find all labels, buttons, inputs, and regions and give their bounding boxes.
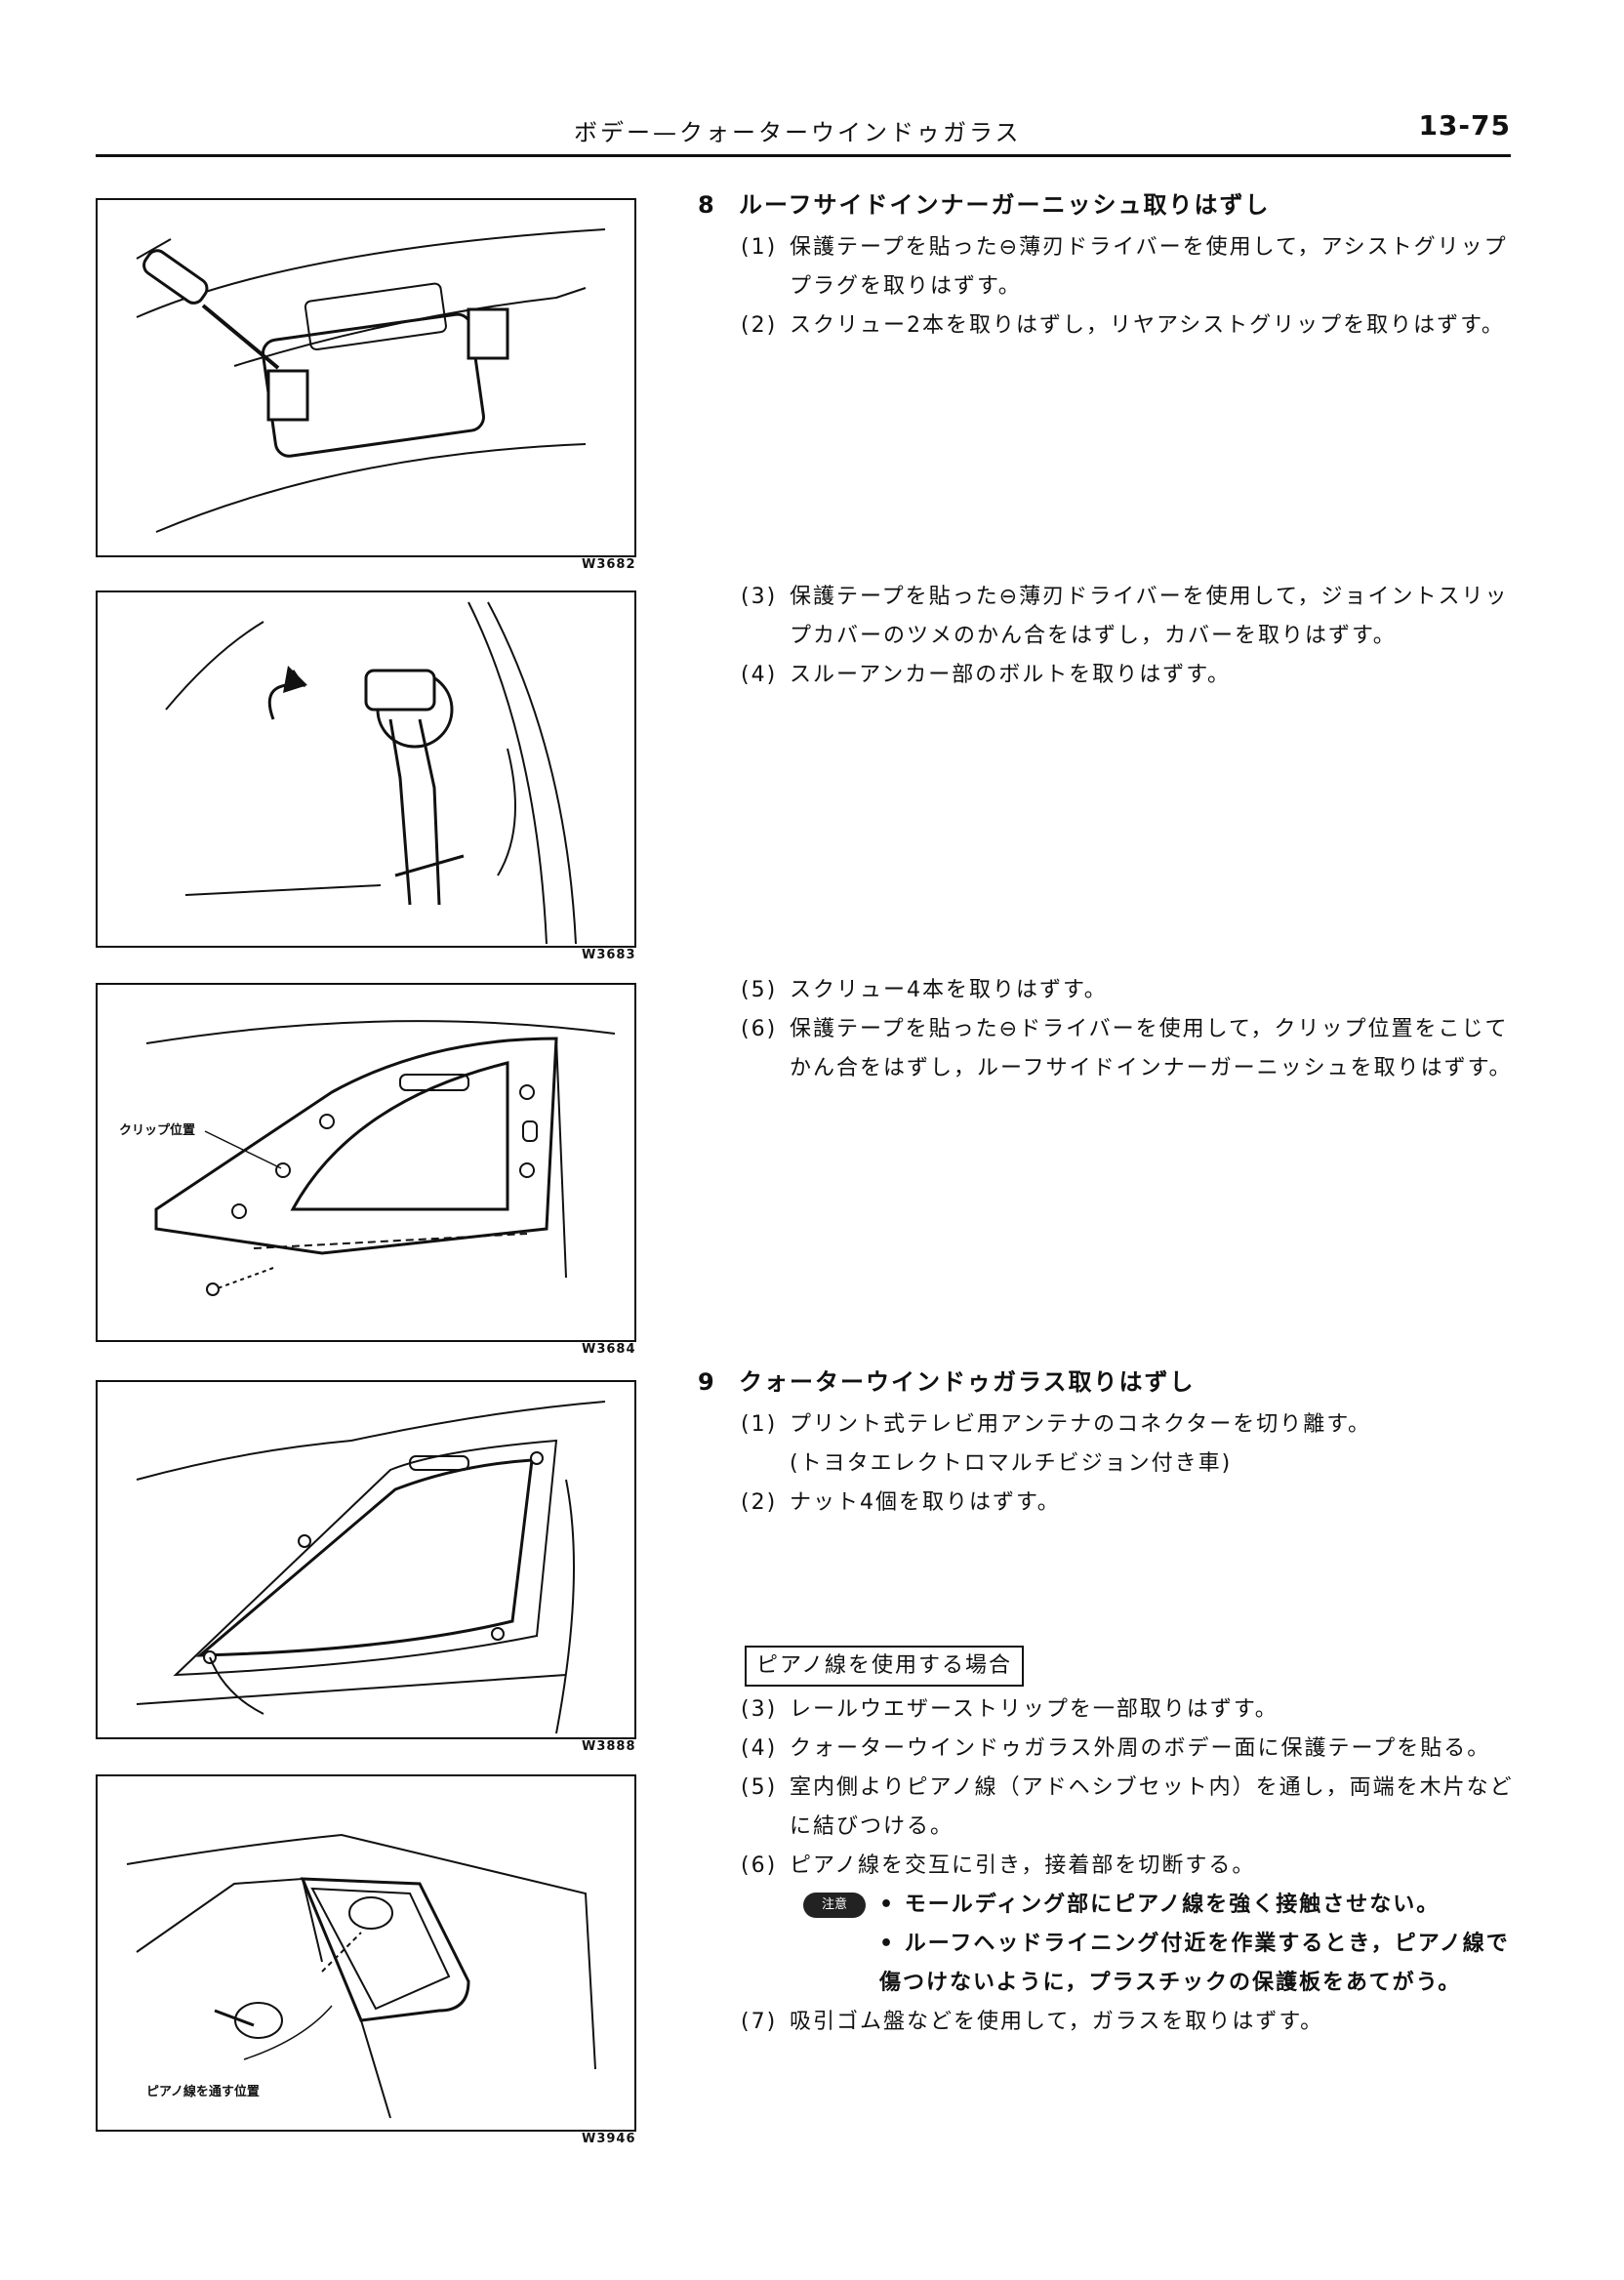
- step-number: (6): [741, 1853, 778, 1878]
- section-8-steps-b: (3) 保護テープを貼った⊖薄刃ドライバーを使用して，ジョイントスリップカバーの…: [698, 578, 1527, 695]
- step-text: 保護テープを貼った⊖薄刃ドライバーを使用して，ジョイントスリップカバーのツメのか…: [790, 585, 1509, 648]
- step-item: (6) 保護テープを貼った⊖ドライバーを使用して，クリップ位置をこじてかん合をは…: [698, 1010, 1527, 1088]
- section-title: ルーフサイドインナーガーニッシュ取りはずし: [739, 191, 1271, 219]
- step-item: (2) スクリュー2本を取りはずし，リヤアシストグリップを取りはずす。: [698, 306, 1527, 346]
- step-item: (5) スクリュー4本を取りはずす。: [698, 971, 1527, 1010]
- figure-quarter-window-nuts: [96, 1380, 636, 1739]
- section-9-piano-wire: ピアノ線を使用する場合 (3) レールウエザーストリップを一部取りはずす。 (4…: [698, 1640, 1527, 2042]
- section-title: クォーターウインドゥガラス取りはずし: [739, 1368, 1196, 1396]
- figure-code: W3682: [582, 557, 636, 572]
- step-item: (1) プリント式テレビ用アンテナのコネクターを切り離す。 (トヨタエレクトロマル…: [698, 1405, 1527, 1484]
- section-8-steps-c: (5) スクリュー4本を取りはずす。 (6) 保護テープを貼った⊖ドライバーを使…: [698, 971, 1527, 1088]
- step-text: 保護テープを貼った⊖薄刃ドライバーを使用して，アシストグリッププラグを取りはずす…: [790, 235, 1508, 299]
- figure-garnish-clips: クリップ位置: [96, 983, 636, 1342]
- assist-grip-illustration: [136, 228, 606, 533]
- caution-badge: 注意: [803, 1893, 866, 1918]
- page-number: 13-75: [1418, 109, 1511, 142]
- step-number: (2): [741, 313, 778, 338]
- step-item: (3) 保護テープを貼った⊖薄刃ドライバーを使用して，ジョイントスリップカバーの…: [698, 578, 1527, 656]
- section-number: 9: [698, 1368, 716, 1396]
- figure-code: W3946: [582, 2132, 636, 2146]
- step-text: スクリュー2本を取りはずし，リヤアシストグリップを取りはずす。: [790, 313, 1505, 338]
- header-rule: [96, 154, 1511, 157]
- step-text: レールウエザーストリップを一部取りはずす。: [790, 1697, 1279, 1722]
- step-item: (2) ナット4個を取りはずす。: [698, 1484, 1527, 1523]
- section-9: 9 クォーターウインドゥガラス取りはずし (1) プリント式テレビ用アンテナのコネ…: [698, 1363, 1527, 1523]
- piano-wire-position-label: ピアノ線を通す位置: [146, 2085, 260, 2099]
- figure-code: W3683: [582, 948, 636, 962]
- step-number: (5): [741, 978, 778, 1002]
- step-text: プリント式テレビ用アンテナのコネクターを切り離す。: [790, 1412, 1372, 1437]
- piano-wire-illustration: [126, 1833, 596, 2119]
- step-subtext: (トヨタエレクトロマルチビジョン付き車): [790, 1451, 1233, 1476]
- step-item: (3) レールウエザーストリップを一部取りはずす。: [698, 1690, 1527, 1730]
- step-item: (6) ピアノ線を交互に引き，接着部を切断する。: [698, 1847, 1527, 1886]
- step-number: (6): [741, 1017, 778, 1041]
- quarter-window-nuts-illustration: [136, 1401, 606, 1734]
- page-header: ボデー—クォーターウインドゥガラス 13-75: [96, 109, 1511, 160]
- step-text: 吸引ゴム盤などを使用して，ガラスを取りはずす。: [790, 2010, 1324, 2034]
- step-text: スクリュー4本を取りはずす。: [790, 978, 1108, 1002]
- step-number: (7): [741, 2010, 778, 2034]
- caution-bullet: • モールディング部にピアノ線を強く接触させない。: [879, 1893, 1441, 1917]
- section-number: 8: [698, 191, 716, 219]
- caution-note: 注意 • モールディング部にピアノ線を強く接触させない。 • ルーフヘッドライニ…: [803, 1886, 1527, 2003]
- step-text: クォーターウインドゥガラス外周のボデー面に保護テープを貼る。: [790, 1736, 1491, 1761]
- step-number: (4): [741, 663, 778, 687]
- section-8-heading: 8 ルーフサイドインナーガーニッシュ取りはずし: [698, 185, 1527, 224]
- step-text: 室内側よりピアノ線（アドヘシブセット内）を通し，両端を木片などに結びつける。: [790, 1775, 1514, 1839]
- figure-seatbelt-anchor: [96, 590, 636, 948]
- step-item: (1) 保護テープを貼った⊖薄刃ドライバーを使用して，アシストグリッププラグを取…: [698, 228, 1527, 306]
- step-item: (4) スルーアンカー部のボルトを取りはずす。: [698, 656, 1527, 695]
- figure-code: W3684: [582, 1342, 636, 1357]
- caution-bullet: • ルーフヘッドライニング付近を作業するとき，ピアノ線で傷つけないように，プラス…: [879, 1932, 1510, 1995]
- figure-piano-wire: ピアノ線を通す位置: [96, 1774, 636, 2132]
- step-number: (4): [741, 1736, 778, 1761]
- step-text: ピアノ線を交互に引き，接着部を切断する。: [790, 1853, 1256, 1878]
- section-8: 8 ルーフサイドインナーガーニッシュ取りはずし (1) 保護テープを貼った⊖薄刃ド…: [698, 185, 1527, 346]
- step-number: (2): [741, 1490, 778, 1515]
- step-item: (4) クォーターウインドゥガラス外周のボデー面に保護テープを貼る。: [698, 1730, 1527, 1769]
- step-item: (7) 吸引ゴム盤などを使用して，ガラスを取りはずす。: [698, 2003, 1527, 2042]
- garnish-clips-illustration: [145, 1020, 616, 1296]
- section-9-heading: 9 クォーターウインドゥガラス取りはずし: [698, 1363, 1527, 1402]
- step-number: (3): [741, 585, 778, 609]
- clip-position-label: クリップ位置: [119, 1123, 196, 1138]
- step-number: (5): [741, 1775, 778, 1800]
- piano-wire-case-box: ピアノ線を使用する場合: [745, 1646, 1025, 1687]
- step-text: ナット4個を取りはずす。: [790, 1490, 1061, 1515]
- figure-assist-grip: [96, 198, 636, 557]
- figure-code: W3888: [582, 1739, 636, 1754]
- step-number: (3): [741, 1697, 778, 1722]
- seatbelt-anchor-illustration: [165, 601, 577, 945]
- step-text: 保護テープを貼った⊖ドライバーを使用して，クリップ位置をこじてかん合をはずし，ル…: [790, 1017, 1513, 1080]
- step-number: (1): [741, 1412, 778, 1437]
- step-text: スルーアンカー部のボルトを取りはずす。: [790, 663, 1232, 687]
- step-item: (5) 室内側よりピアノ線（アドヘシブセット内）を通し，両端を木片などに結びつけ…: [698, 1769, 1527, 1847]
- step-number: (1): [741, 235, 778, 260]
- header-title: ボデー—クォーターウインドゥガラス: [574, 119, 1022, 146]
